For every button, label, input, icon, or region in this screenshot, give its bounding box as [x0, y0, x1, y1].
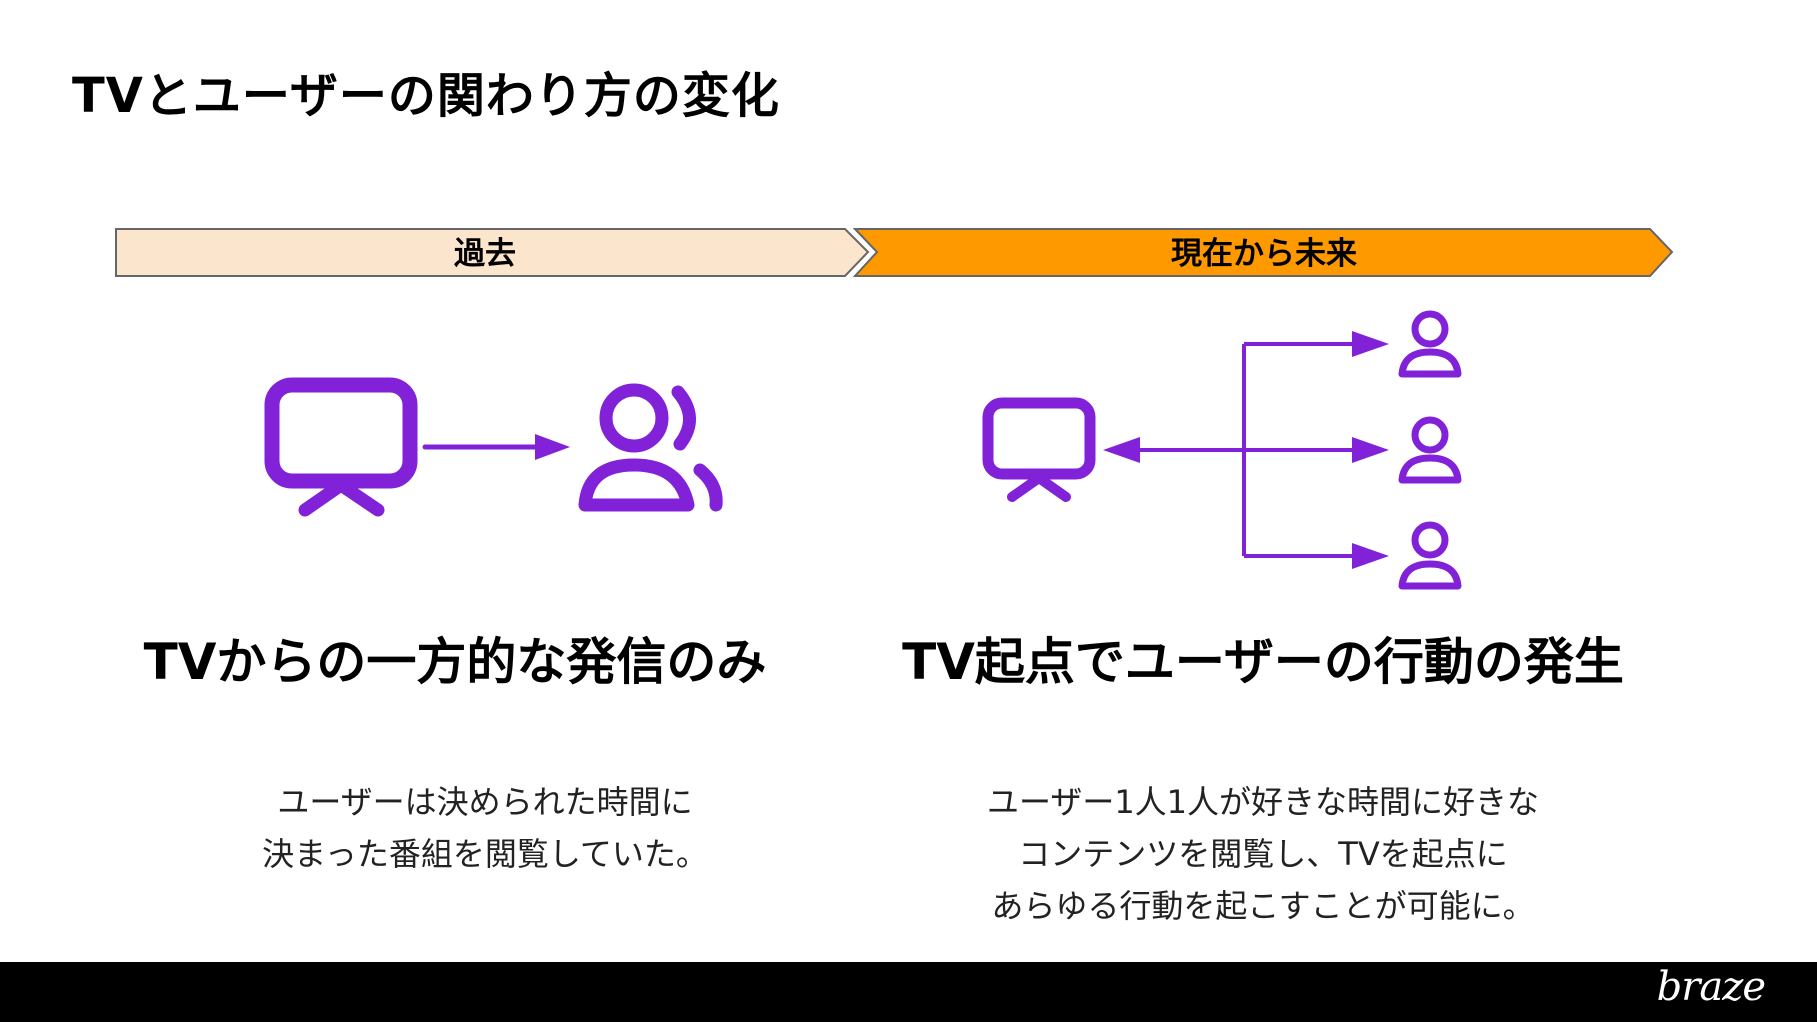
arrowhead — [1352, 543, 1389, 569]
interaction-arrows — [1125, 342, 1360, 558]
arrowhead — [1352, 331, 1389, 357]
person-icon — [1398, 416, 1462, 484]
description-line: ユーザー1人1人が好きな時間に好きな — [986, 783, 1540, 821]
description-line: あらゆる行動を起こすことが可能に。 — [991, 887, 1535, 925]
description-line: 決まった番組を閲覧していた。 — [262, 835, 708, 873]
past-heading: TVからの一方的な発信のみ — [143, 633, 767, 691]
braze-logo: braze — [1656, 964, 1766, 1010]
slide-title: TVとユーザーの関わり方の変化 — [72, 68, 780, 124]
users-icon — [578, 383, 723, 512]
person-icon — [1398, 310, 1462, 378]
timeline-future-label: 現在から未来 — [1171, 236, 1357, 272]
past-description: ユーザーは決められた時間に 決まった番組を閲覧していた。 — [180, 776, 790, 880]
arrowhead — [1103, 437, 1140, 463]
footer-bar — [0, 962, 1817, 1022]
timeline-past-chevron — [115, 228, 870, 277]
tv-icon — [264, 377, 418, 517]
timeline-future-chevron — [852, 228, 1674, 277]
arrowhead — [1352, 437, 1389, 463]
person-icon — [1398, 521, 1462, 590]
future-heading: TV起点でユーザーの行動の発生 — [902, 633, 1624, 691]
description-line: ユーザーは決められた時間に — [277, 783, 693, 821]
arrowhead — [535, 434, 570, 460]
description-line: コンテンツを閲覧し、TVを起点に — [1018, 835, 1508, 873]
future-description: ユーザー1人1人が好きな時間に好きな コンテンツを閲覧し、TVを起点に あらゆる… — [900, 776, 1626, 932]
timeline-past-label: 過去 — [454, 236, 516, 272]
tv-icon-small — [982, 397, 1096, 502]
